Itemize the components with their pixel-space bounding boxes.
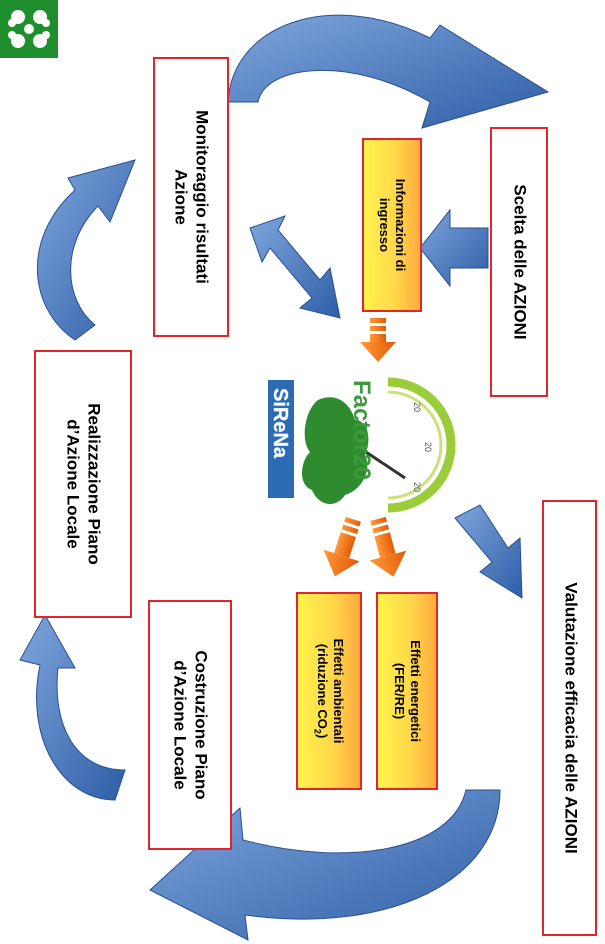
box-label: Valutazione efficacia delle AZIONI [560,582,580,854]
box-label-line: Costruzione Piano [191,650,211,800]
arrow-scelta-to-informazioni [419,208,489,288]
box-label-line: Effetti ambientali [331,638,347,744]
box-label-line: d’Azione Locale [171,660,190,790]
curved-arrow-left-lower [19,613,126,801]
lombardia-rose-icon [8,10,50,48]
curved-arrow-left-upper [36,159,136,341]
box-label-line: Informazioni di [392,178,408,272]
brand-text: Factor20 [348,380,375,480]
box-costruzione: Costruzione Piano d’Azione Locale [148,600,232,850]
gauge-label: 20 [423,442,433,452]
double-arrow-monitoraggio-factor [249,215,341,319]
curved-arrow-top [227,14,550,129]
box-valutazione: Valutazione efficacia delle AZIONI [542,500,597,936]
box-label-line: (FER/RE) [392,662,407,720]
arrow-factor-to-effetti-energetici [369,516,407,577]
factor20-logo: 20 20 20 Factor20 SiReNa [268,377,456,513]
region-logo [0,0,58,58]
box-label-line: Azione [172,169,191,225]
box-informazioni-ingresso: Informazioni di ingresso [362,138,422,312]
box-realizzazione: Realizzazione Piano d’Azione Locale [34,350,132,618]
gauge-label: 20 [412,402,422,412]
box-scelta-azioni: Scelta delle AZIONI [490,127,548,397]
box-effetti-energetici: Effetti energetici (FER/RE) [376,592,438,790]
box-label-line: (riduzione CO2) [312,643,331,739]
box-effetti-ambientali: Effetti ambientali (riduzione CO2) [296,592,362,790]
arrow-factor-to-effetti-ambientali [323,516,361,577]
box-monitoraggio: Monitoraggio risultati Azione [153,57,229,337]
box-label: Scelta delle AZIONI [510,184,530,340]
box-label-line: ingresso [377,197,392,253]
box-label-line: Monitoraggio risultati [192,110,212,284]
curved-arrow-bottom [149,789,501,941]
arrow-factor-to-valutazione [454,504,523,599]
gauge-label: 20 [412,482,422,492]
box-label-line: d’Azione Locale [64,419,83,549]
arrow-informazioni-to-factor [360,318,396,362]
box-label-line: Realizzazione Piano [84,403,104,565]
box-label-line: Effetti energetici [407,640,423,742]
sirena-text: SiReNa [269,388,291,459]
